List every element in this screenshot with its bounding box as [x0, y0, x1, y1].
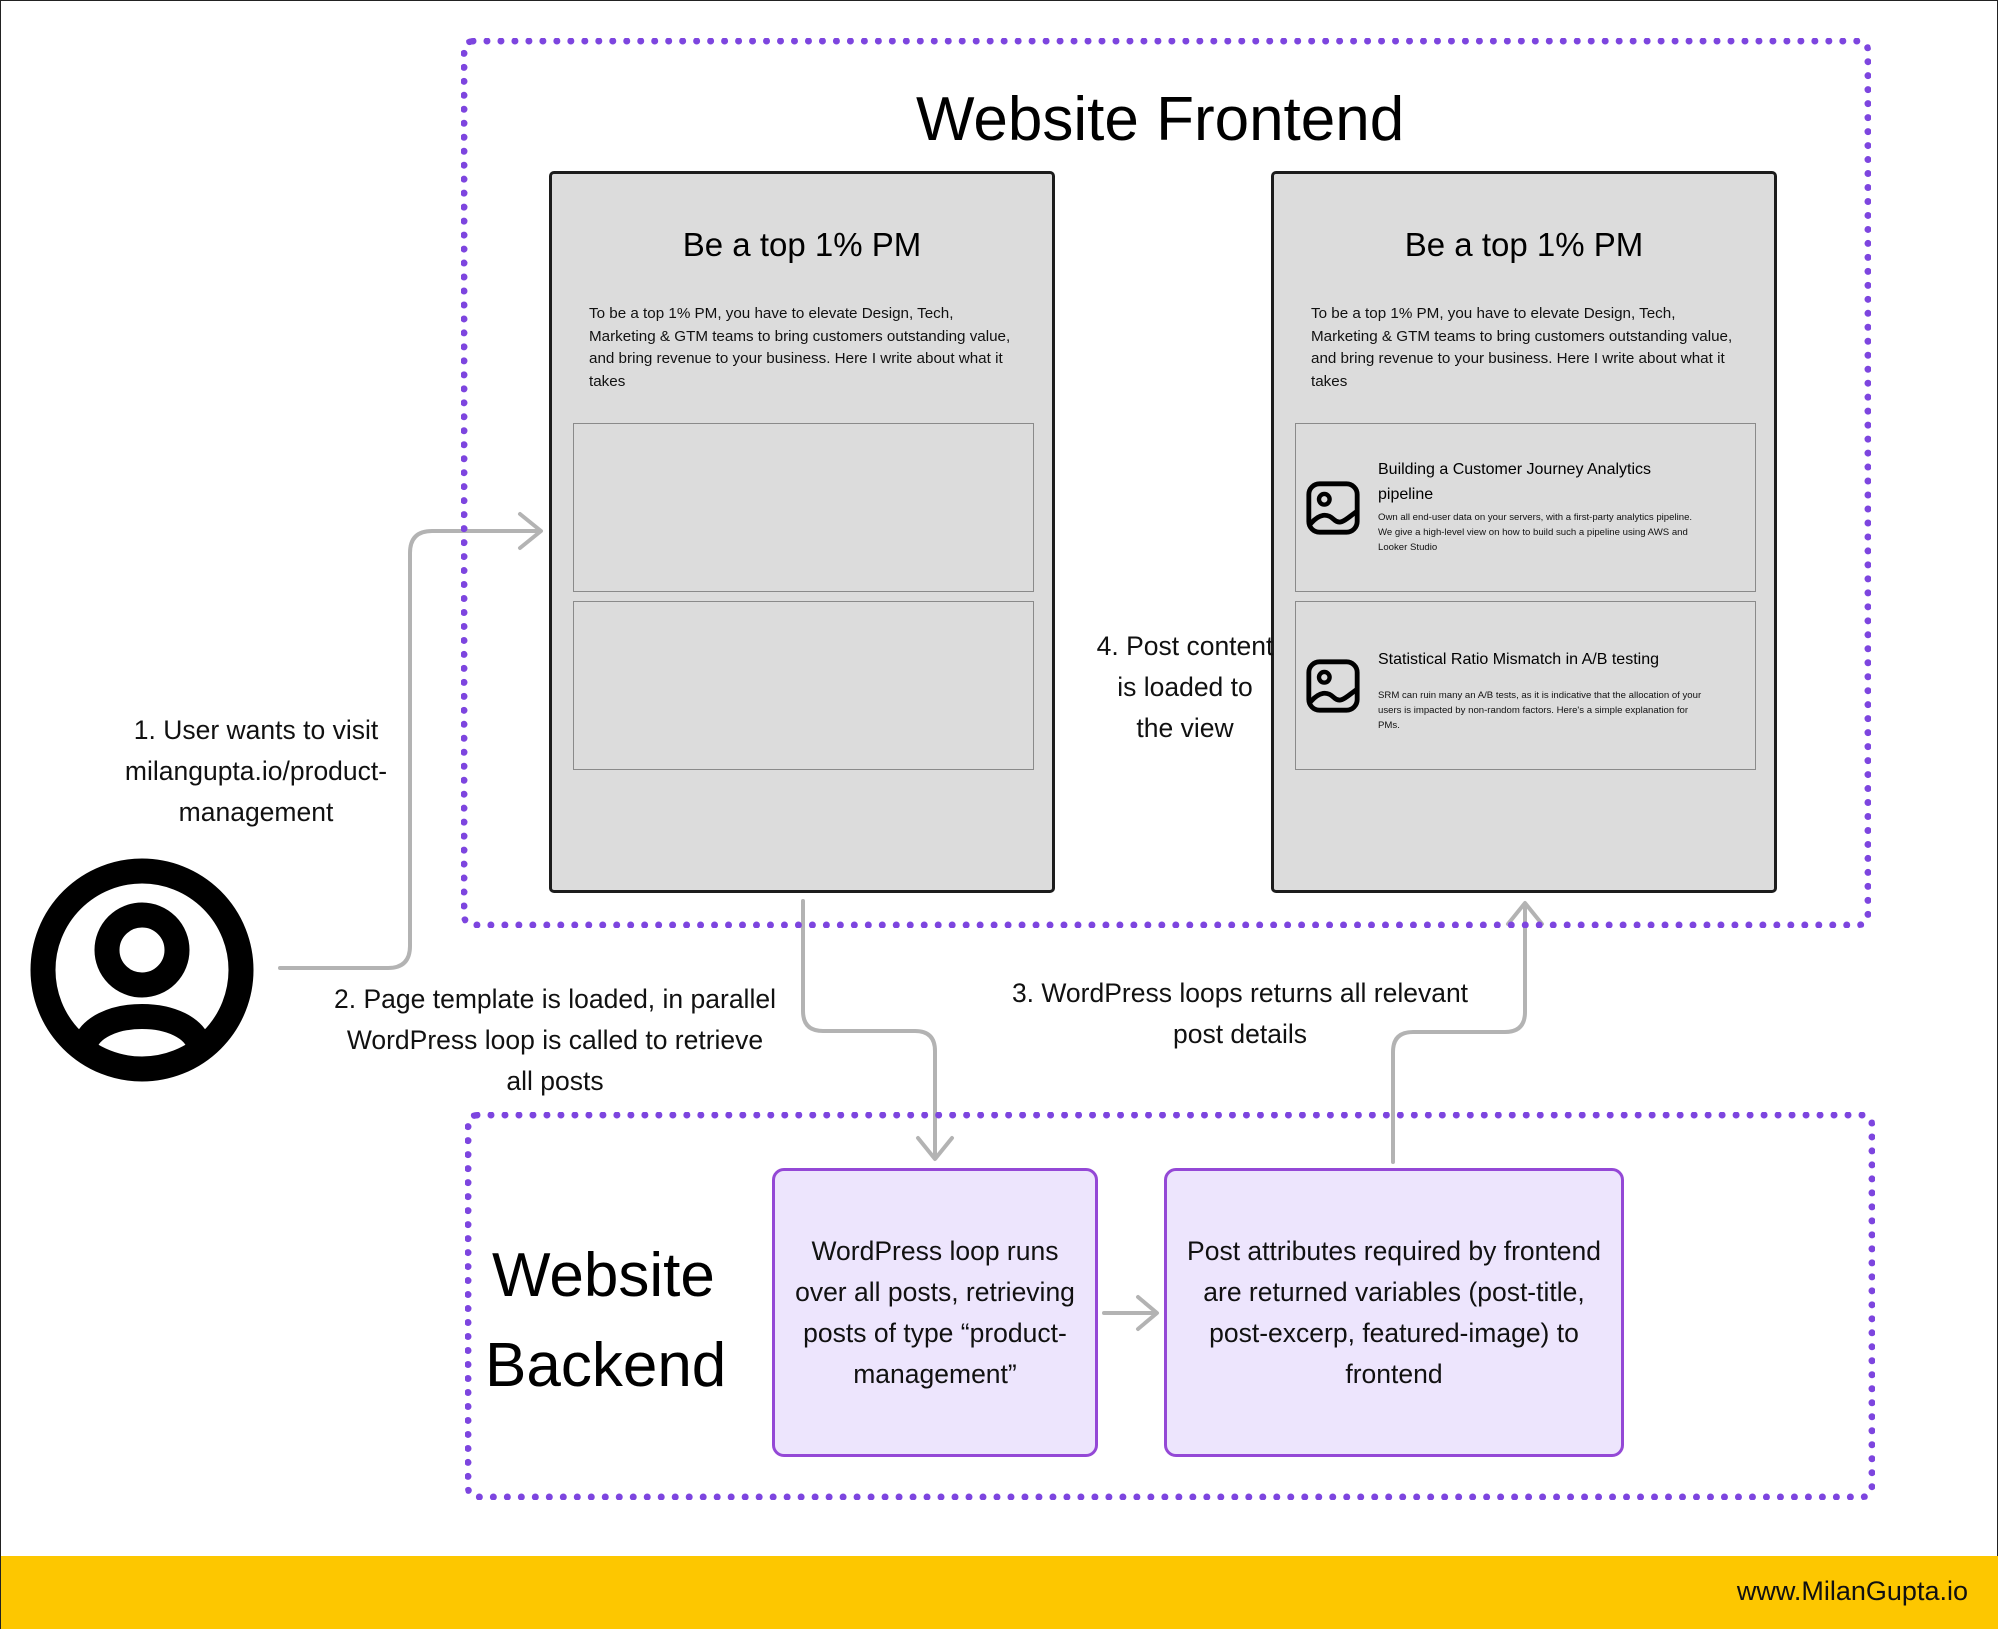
page-loaded-intro: To be a top 1% PM, you have to elevate D…	[1311, 305, 1733, 390]
step-1-line: 1. User wants to visit	[133, 715, 379, 745]
step-4-line: the view	[1136, 713, 1234, 743]
step-2-line: 2. Page template is loaded, in parallel	[334, 984, 776, 1014]
user-icon	[30, 858, 254, 1082]
page-loaded-mockup: Be a top 1% PM To be a top 1% PM, you ha…	[1271, 171, 1777, 893]
backend-title-line1: Website	[492, 1241, 715, 1310]
footer-url: www.MilanGupta.io	[1736, 1576, 1968, 1606]
empty-post-slot	[573, 423, 1034, 592]
post-excerpt: SRM can ruin many an A/B tests, as it is…	[1378, 690, 1702, 731]
step-1-line: milangupta.io/product-	[124, 756, 388, 786]
arrowhead-frontend-to-backend	[916, 1136, 954, 1161]
page-loaded-title: Be a top 1% PM	[1404, 226, 1644, 263]
step-1-line: management	[178, 797, 334, 827]
page-template-mockup: Be a top 1% PM To be a top 1% PM, you ha…	[549, 171, 1055, 893]
step-4-label: 4. Post content is loaded to the view	[1060, 626, 1310, 749]
empty-post-slot	[573, 601, 1034, 770]
step-2-line: all posts	[506, 1066, 604, 1096]
wordpress-loop-text: WordPress loop runs over all posts, retr…	[795, 1235, 1075, 1389]
backend-group	[465, 1112, 1875, 1500]
post-attributes-text: Post attributes required by frontend are…	[1187, 1235, 1601, 1389]
arrowhead-loop-to-return	[1136, 1295, 1159, 1331]
post-card: Statistical Ratio Mismatch in A/B testin…	[1295, 601, 1756, 770]
step-3-label: 3. WordPress loops returns all relevant …	[960, 973, 1520, 1055]
image-icon	[1306, 659, 1360, 713]
arrow-frontend-to-backend	[801, 899, 937, 1160]
frontend-group	[461, 38, 1871, 928]
frontend-title: Website Frontend	[916, 85, 1405, 154]
step-2-line: WordPress loop is called to retrieve	[346, 1025, 764, 1055]
arrowhead-backend-to-frontend	[1506, 901, 1544, 926]
post-excerpt: Own all end-user data on your servers, w…	[1378, 512, 1693, 553]
wordpress-loop-box: WordPress loop runs over all posts, retr…	[772, 1168, 1098, 1457]
arrow-user-to-frontend	[278, 529, 542, 970]
step-4-line: is loaded to	[1117, 672, 1253, 702]
arrow-backend-to-frontend	[1391, 902, 1527, 1164]
step-3-line: post details	[1172, 1019, 1308, 1049]
step-4-line: 4. Post content	[1096, 631, 1274, 661]
arrowhead-user-to-frontend	[518, 512, 543, 550]
step-3-line: 3. WordPress loops returns all relevant	[1011, 978, 1469, 1008]
backend-title-line2: Backend	[485, 1331, 727, 1400]
footer-bar: www.MilanGupta.io	[1, 1556, 1998, 1629]
post-title: Statistical Ratio Mismatch in A/B testin…	[1378, 651, 1659, 668]
post-title: Building a Customer Journey Analytics pi…	[1378, 461, 1652, 503]
step-1-label: 1. User wants to visit milangupta.io/pro…	[96, 710, 416, 833]
post-card: Building a Customer Journey Analytics pi…	[1295, 423, 1756, 592]
page-template-title: Be a top 1% PM	[682, 226, 922, 263]
post-attributes-box: Post attributes required by frontend are…	[1164, 1168, 1624, 1457]
step-2-label: 2. Page template is loaded, in parallel …	[290, 979, 820, 1102]
image-icon	[1306, 481, 1360, 535]
page-template-intro: To be a top 1% PM, you have to elevate D…	[589, 305, 1011, 390]
